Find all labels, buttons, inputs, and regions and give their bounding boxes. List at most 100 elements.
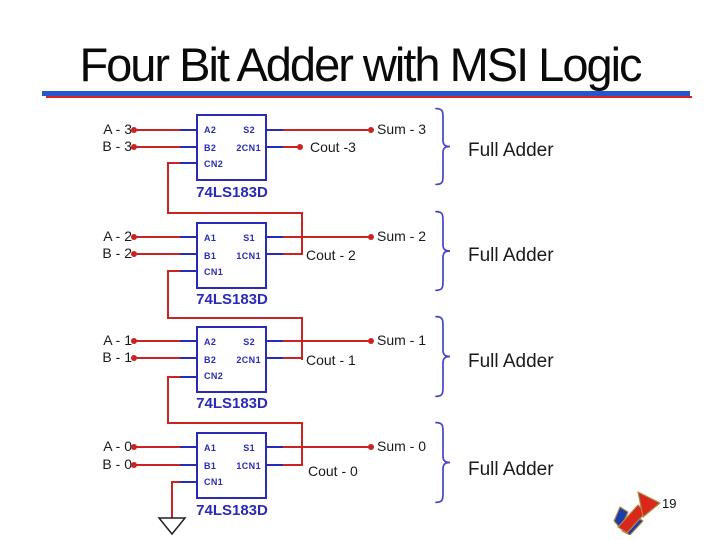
pin-label: CN1 bbox=[204, 477, 224, 487]
node-dot bbox=[368, 444, 374, 450]
cin0-wire bbox=[171, 481, 180, 483]
node-dot bbox=[131, 234, 137, 240]
a2-wire bbox=[136, 236, 180, 238]
cin0-pin-stub bbox=[180, 481, 196, 483]
carry-wire-horizontal bbox=[167, 422, 303, 424]
cout3-pin-stub bbox=[267, 146, 283, 148]
carry-wire-vertical bbox=[301, 212, 303, 255]
sum2-label: Sum - 2 bbox=[377, 228, 427, 244]
pin-label: A1 bbox=[204, 443, 217, 453]
title-underline-blue bbox=[42, 91, 690, 96]
pin-label: CN1 bbox=[204, 267, 224, 277]
cout0-label: Cout - 0 bbox=[308, 463, 358, 479]
pin-label: 1CN1 bbox=[236, 251, 261, 261]
b0-wire bbox=[136, 464, 180, 466]
page-title: Four Bit Adder with MSI Logic bbox=[79, 38, 642, 91]
full-adder-label: Full Adder bbox=[468, 140, 554, 161]
input-a2-label: A - 2 bbox=[103, 228, 132, 244]
carry-wire-vertical bbox=[301, 317, 303, 360]
input-b2-label: B - 2 bbox=[102, 245, 132, 261]
cin2-pin-stub bbox=[180, 270, 196, 272]
node-dot bbox=[131, 144, 137, 150]
chip-part-number: 74LS183D bbox=[196, 502, 268, 519]
a0-wire bbox=[136, 446, 180, 448]
cout3-wire bbox=[283, 146, 299, 148]
b1-wire bbox=[136, 357, 180, 359]
node-dot bbox=[368, 234, 374, 240]
a2-pin-stub bbox=[180, 236, 196, 238]
cout0-pin-stub bbox=[267, 464, 283, 466]
sum2-pin-stub bbox=[267, 236, 283, 238]
input-b0-label: B - 0 bbox=[102, 456, 132, 472]
a1-wire bbox=[136, 340, 180, 342]
pin-label: B2 bbox=[204, 355, 217, 365]
sum1-pin-stub bbox=[267, 340, 283, 342]
input-a1-label: A - 1 bbox=[103, 332, 132, 348]
a1-pin-stub bbox=[180, 340, 196, 342]
carry-wire-vertical bbox=[167, 271, 169, 319]
node-dot bbox=[131, 251, 137, 257]
sum0-pin-stub bbox=[267, 446, 283, 448]
input-a0-label: A - 0 bbox=[103, 438, 132, 454]
node-dot bbox=[368, 338, 374, 344]
input-b1-label: B - 1 bbox=[102, 349, 132, 365]
sum0-label: Sum - 0 bbox=[377, 438, 427, 454]
sum2-wire bbox=[283, 236, 371, 238]
cin3-wire bbox=[167, 162, 180, 164]
brace-icon bbox=[434, 315, 452, 398]
sum1-wire bbox=[283, 340, 371, 342]
page-number: 19 bbox=[662, 496, 677, 511]
pin-label: S2 bbox=[243, 125, 255, 135]
full-adder-label: Full Adder bbox=[468, 459, 554, 480]
node-dot bbox=[131, 462, 137, 468]
logo-icon bbox=[613, 491, 661, 535]
cout2-pin-stub bbox=[267, 253, 283, 255]
carry-wire-vertical bbox=[301, 422, 303, 466]
title-underline-red bbox=[46, 96, 692, 98]
adder-chip-bit0: A1 B1 CN1 S1 1CN1 bbox=[196, 432, 267, 499]
b0-pin-stub bbox=[180, 464, 196, 466]
brace-icon bbox=[434, 210, 452, 292]
ground-wire bbox=[171, 481, 173, 518]
pin-label: 1CN1 bbox=[236, 461, 261, 471]
b2-pin-stub bbox=[180, 253, 196, 255]
pin-label: 2CN1 bbox=[236, 355, 261, 365]
cout0-wire bbox=[283, 464, 303, 466]
sum3-wire bbox=[283, 129, 371, 131]
carry-wire-horizontal bbox=[167, 317, 303, 319]
a3-wire bbox=[136, 129, 180, 131]
b3-wire bbox=[136, 146, 180, 148]
pin-label: CN2 bbox=[204, 159, 224, 169]
carry-wire-vertical bbox=[167, 377, 169, 424]
pin-label: S1 bbox=[243, 443, 255, 453]
input-a3-label: A - 3 bbox=[103, 121, 132, 137]
pin-label: B1 bbox=[204, 461, 217, 471]
node-dot bbox=[131, 338, 137, 344]
pin-label: B2 bbox=[204, 143, 217, 153]
chip-part-number: 74LS183D bbox=[196, 395, 268, 412]
sum1-label: Sum - 1 bbox=[377, 332, 427, 348]
cin1-wire bbox=[167, 376, 180, 378]
adder-chip-bit1: A2 B2 CN2 S2 2CN1 bbox=[196, 326, 267, 393]
sum3-pin-stub bbox=[267, 129, 283, 131]
brace-icon bbox=[434, 421, 452, 504]
cout2-wire bbox=[283, 253, 303, 255]
cin1-pin-stub bbox=[180, 376, 196, 378]
b2-wire bbox=[136, 253, 180, 255]
adder-chip-bit3: A2 B2 CN2 S2 2CN1 bbox=[196, 114, 267, 181]
node-dot bbox=[131, 127, 137, 133]
full-adder-label: Full Adder bbox=[468, 245, 554, 266]
a3-pin-stub bbox=[180, 129, 196, 131]
cin2-wire bbox=[167, 270, 180, 272]
node-dot bbox=[131, 444, 137, 450]
carry-wire-horizontal bbox=[167, 212, 303, 214]
cin3-pin-stub bbox=[180, 162, 196, 164]
pin-label: S2 bbox=[243, 337, 255, 347]
cout3-label: Cout -3 bbox=[310, 139, 356, 155]
node-dot bbox=[368, 127, 374, 133]
node-dot bbox=[131, 355, 137, 361]
node-dot bbox=[297, 144, 303, 150]
ground-icon bbox=[157, 517, 187, 536]
input-b3-label: B - 3 bbox=[102, 138, 132, 154]
